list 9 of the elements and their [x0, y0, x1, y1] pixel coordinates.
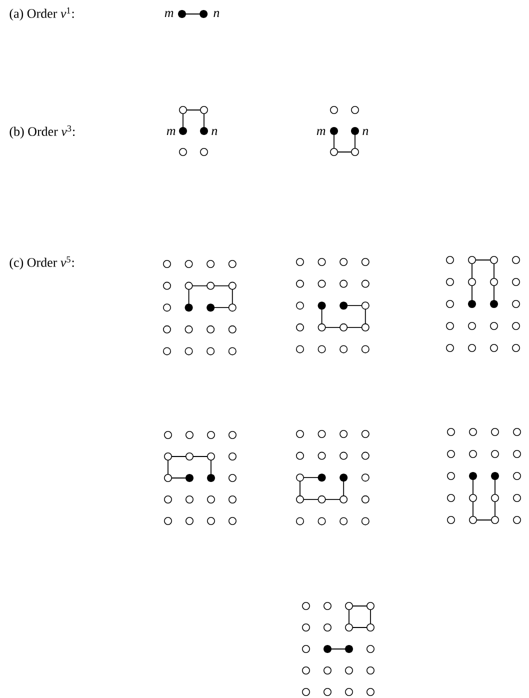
panel-label: (b) Order v$^{3}$: — [10, 125, 75, 139]
vertex-label: m — [164, 10, 174, 18]
panel-label: (c) Order v$^{5}$: — [10, 256, 74, 270]
vertex-label: m — [166, 128, 176, 136]
panel-label: (a) Order v$^{1}$: — [10, 7, 74, 21]
vertex-label: n — [214, 10, 220, 18]
vertex-label: m — [316, 128, 326, 136]
vertex-label: n — [212, 128, 218, 136]
vertex-label: n — [362, 128, 368, 136]
